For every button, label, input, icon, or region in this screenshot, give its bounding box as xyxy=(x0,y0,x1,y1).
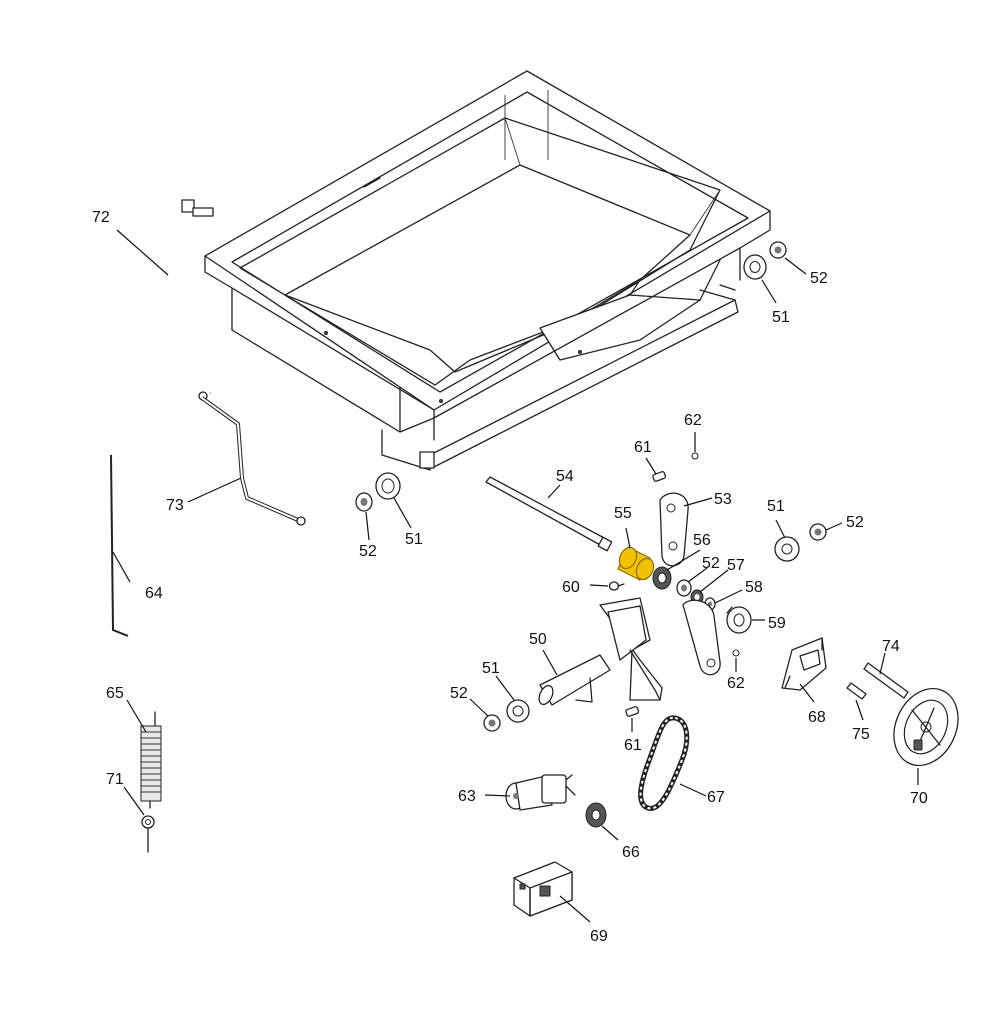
callout-labels: 72 52 51 62 61 54 55 53 51 52 73 52 51 5… xyxy=(92,209,928,945)
callout-61: 61 xyxy=(634,439,652,456)
callout-50: 50 xyxy=(529,631,547,648)
callout-52: 52 xyxy=(450,685,468,702)
part-54-shaft xyxy=(485,476,613,552)
part-70-handwheel xyxy=(893,687,959,767)
part-75-pin xyxy=(846,682,867,700)
part-53-lower-link xyxy=(682,599,721,676)
part-67-belt xyxy=(638,715,690,811)
part-64-rod xyxy=(110,454,129,637)
part-52-nut-center xyxy=(676,579,692,597)
part-61-pin-lower xyxy=(625,706,640,717)
callout-60: 60 xyxy=(562,579,580,596)
part-72-upper-rod xyxy=(145,199,214,401)
part-56-bearing xyxy=(652,566,672,590)
callout-57: 57 xyxy=(727,557,745,574)
part-60-screw xyxy=(608,581,625,591)
callout-54: 54 xyxy=(556,468,574,485)
callout-68: 68 xyxy=(808,709,826,726)
part-66-pulley xyxy=(585,802,607,828)
part-55-sleeve-highlighted xyxy=(617,546,655,581)
callout-62: 62 xyxy=(727,675,745,692)
callout-52: 52 xyxy=(359,543,377,560)
callout-53: 53 xyxy=(714,491,732,508)
callout-74: 74 xyxy=(882,638,900,655)
callout-51: 51 xyxy=(482,660,500,677)
part-51-bearing-left xyxy=(375,472,401,500)
part-51-bearing-mid-right xyxy=(774,536,800,562)
part-62-clip-lower xyxy=(732,649,740,657)
callout-75: 75 xyxy=(852,726,870,743)
part-52-nut-lower xyxy=(483,714,501,732)
callout-62: 62 xyxy=(684,412,702,429)
part-71-eye-bolt xyxy=(141,815,155,853)
callout-66: 66 xyxy=(622,844,640,861)
callout-73: 73 xyxy=(166,497,184,514)
callout-52: 52 xyxy=(702,555,720,572)
callout-56: 56 xyxy=(693,532,711,549)
callout-70: 70 xyxy=(910,790,928,807)
leader-lines xyxy=(112,229,919,923)
part-52-nut-mid-right xyxy=(809,523,827,541)
callout-61: 61 xyxy=(624,737,642,754)
callout-52: 52 xyxy=(810,270,828,287)
callout-69: 69 xyxy=(590,928,608,945)
callout-59: 59 xyxy=(768,615,786,632)
callout-72: 72 xyxy=(92,209,110,226)
callout-52: 52 xyxy=(846,514,864,531)
callout-63: 63 xyxy=(458,788,476,805)
part-73-lower-rod xyxy=(200,396,306,526)
part-52-nut-top-right xyxy=(769,241,787,259)
part-65-spring xyxy=(140,711,162,809)
part-51-bearing-top-right xyxy=(743,254,767,280)
part-51-bearing-lower xyxy=(506,699,530,723)
part-50-arm xyxy=(538,597,663,706)
callout-51: 51 xyxy=(772,309,790,326)
part-61-pin-upper xyxy=(652,471,667,482)
part-52-nut-left xyxy=(355,492,373,512)
part-68-bracket xyxy=(781,637,827,691)
part-59-pulley xyxy=(726,606,752,634)
callout-65: 65 xyxy=(106,685,124,702)
callout-51: 51 xyxy=(767,498,785,515)
part-74-pin xyxy=(863,662,909,699)
tub-assembly xyxy=(204,70,771,471)
part-53-upper-link xyxy=(659,492,689,567)
part-63-motor xyxy=(505,774,576,811)
callout-67: 67 xyxy=(707,789,725,806)
callout-55: 55 xyxy=(614,505,632,522)
callout-51: 51 xyxy=(405,531,423,548)
part-62-clip-upper xyxy=(691,452,699,460)
callout-58: 58 xyxy=(745,579,763,596)
callout-64: 64 xyxy=(145,585,163,602)
part-69-box xyxy=(513,861,573,917)
callout-71: 71 xyxy=(106,771,124,788)
